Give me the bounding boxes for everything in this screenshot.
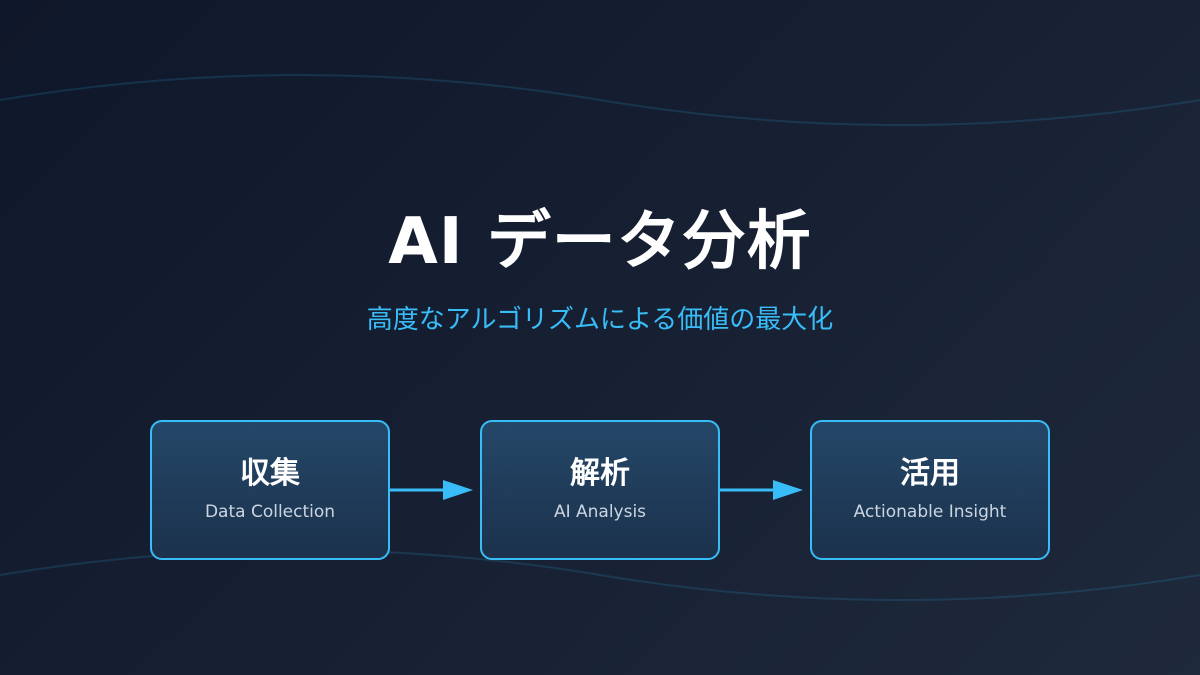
step-subtitle: AI Analysis (553, 502, 647, 522)
step-box-collection: 収集 Data Collection (150, 420, 390, 560)
step-subtitle: Data Collection (204, 502, 336, 522)
page-title: AI データ分析 (388, 205, 812, 279)
page-subtitle: 高度なアルゴリズムによる価値の最大化 (366, 305, 834, 335)
step-title: 解析 (570, 456, 630, 491)
top-wave-line (0, 74, 1200, 126)
step-title: 収集 (240, 456, 300, 491)
arrow-right-icon (720, 480, 803, 500)
step-box-insight: 活用 Actionable Insight (810, 420, 1050, 560)
step-subtitle: Actionable Insight (853, 502, 1007, 522)
step-box-analysis: 解析 AI Analysis (480, 420, 720, 560)
arrow-right-icon (390, 480, 473, 500)
step-title: 活用 (900, 456, 960, 491)
